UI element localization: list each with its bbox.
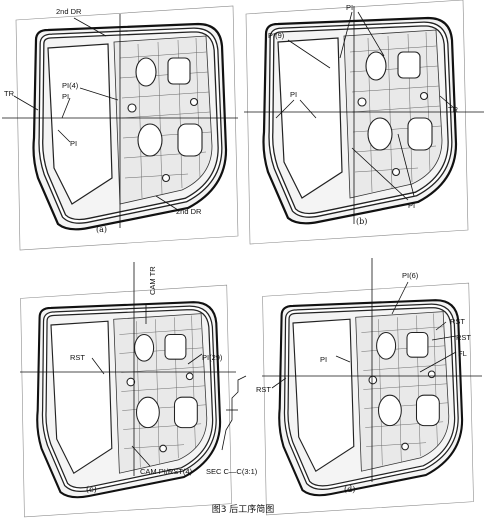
leader-a-2 bbox=[79, 87, 119, 101]
annotation-d-6: RST bbox=[256, 385, 271, 394]
leader-c-4 bbox=[131, 445, 151, 467]
annotation-a-4: TR bbox=[4, 89, 15, 98]
door-drawing-d bbox=[263, 283, 474, 515]
annotation-d-5: FL bbox=[458, 349, 467, 358]
panel-b: PI PI(9) PI TR PI (b) bbox=[244, 0, 484, 244]
annotation-a-5: PI bbox=[70, 139, 77, 148]
annotation-b-4: TR bbox=[448, 105, 459, 114]
door-drawing-c bbox=[21, 285, 232, 517]
annotation-b-5: PI bbox=[408, 201, 415, 210]
annotation-d-2: RST bbox=[450, 317, 465, 326]
leader-c-3 bbox=[187, 353, 203, 365]
leader-a-6 bbox=[155, 195, 179, 211]
leader-d-1 bbox=[391, 281, 409, 315]
leader-a-4 bbox=[13, 95, 39, 111]
panel-d: PI(6) RST PI RST FL RST (d) bbox=[256, 258, 482, 515]
leader-b-1 bbox=[339, 11, 385, 59]
annotation-b-2: PI(9) bbox=[268, 31, 285, 40]
annotation-a-6: 2nd DR bbox=[176, 207, 202, 216]
panel-c: CAM TR RST PI(29) CAM PI/RST(4) SEC C—C(… bbox=[20, 262, 258, 517]
leader-b-3 bbox=[275, 99, 317, 119]
section-profile-c bbox=[221, 375, 247, 451]
annotation-b-3: PI bbox=[290, 90, 297, 99]
leader-d-3 bbox=[335, 355, 351, 363]
figure-caption: 图3 后工序简图 bbox=[212, 503, 275, 515]
panel-label-b: (b) bbox=[356, 217, 367, 226]
panel-label-a: (a) bbox=[96, 225, 107, 234]
leader-d-4 bbox=[431, 335, 457, 341]
annotation-c-5: SEC C—C(3:1) bbox=[206, 467, 258, 476]
leader-d-5 bbox=[419, 351, 457, 373]
leader-a-1 bbox=[73, 17, 107, 37]
annotation-c-4: CAM PI/RST(4) bbox=[140, 467, 193, 476]
annotation-c-3: PI(29) bbox=[202, 353, 223, 362]
annotation-a-1: 2nd DR bbox=[56, 7, 82, 16]
annotation-c-1: CAM TR bbox=[148, 266, 157, 295]
annotation-d-3: PI bbox=[320, 355, 327, 364]
leader-a-3 bbox=[61, 97, 71, 119]
annotation-b-1: PI bbox=[346, 3, 353, 12]
leader-c-2 bbox=[91, 357, 105, 375]
annotation-a-3: PI bbox=[62, 92, 69, 101]
leader-d-2 bbox=[435, 321, 447, 331]
panel-a: 2nd DR PI(4) PI TR PI 2nd DR (a) bbox=[2, 6, 238, 250]
leader-a-5 bbox=[57, 129, 71, 143]
leader-b-2 bbox=[287, 39, 331, 69]
door-drawing-a bbox=[16, 6, 238, 250]
panel-label-c: (c) bbox=[86, 485, 97, 494]
leader-b-5 bbox=[351, 133, 415, 201]
leader-b-4 bbox=[439, 95, 455, 109]
panel-label-d: (d) bbox=[344, 485, 355, 494]
annotation-a-2: PI(4) bbox=[62, 81, 79, 90]
annotation-d-1: PI(6) bbox=[402, 271, 419, 280]
annotation-c-2: RST bbox=[70, 353, 85, 362]
leader-d-6 bbox=[271, 377, 287, 389]
annotation-d-4: RST bbox=[456, 333, 471, 342]
